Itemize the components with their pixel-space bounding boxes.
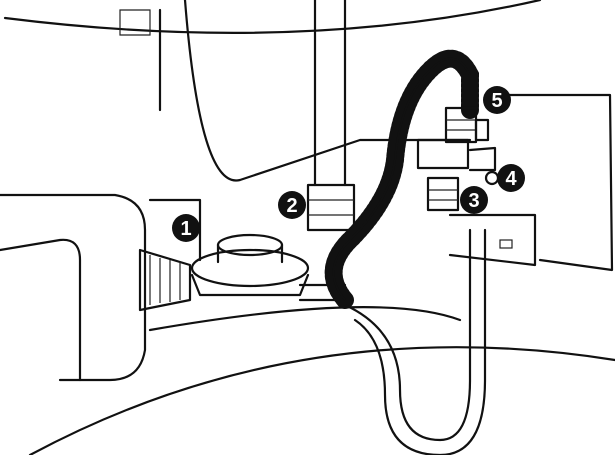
valve-housing-inner (0, 238, 82, 382)
callout-3: 3 (460, 186, 488, 214)
callout-4: 4 (497, 164, 525, 192)
callout-3-label: 3 (468, 190, 479, 212)
callout-1-label: 1 (180, 218, 191, 240)
callout-1: 1 (172, 214, 200, 242)
tank-top-edge (28, 346, 615, 455)
valve-housing-outline (0, 193, 147, 382)
callout-2-label: 2 (286, 195, 297, 217)
appliance-rim-line (3, 0, 542, 34)
callout-5: 5 (483, 86, 511, 114)
top-fitting (119, 9, 151, 36)
regulator (138, 233, 310, 312)
vertical-supply-pipe (306, 0, 356, 232)
wall-panel (488, 93, 614, 272)
callout-2: 2 (278, 191, 306, 219)
callout-5-label: 5 (491, 90, 502, 112)
tank-inner-curve (148, 306, 462, 332)
callout-4-label: 4 (505, 168, 517, 190)
valve-collar (148, 198, 202, 262)
bracket-screw (499, 239, 513, 249)
background-pipe-outline (183, 0, 472, 182)
mounting-bracket (448, 213, 537, 267)
tee-fitting-assembly (416, 106, 500, 212)
corrugated-hose (324, 49, 479, 309)
flexible-hose-loop (343, 228, 487, 455)
